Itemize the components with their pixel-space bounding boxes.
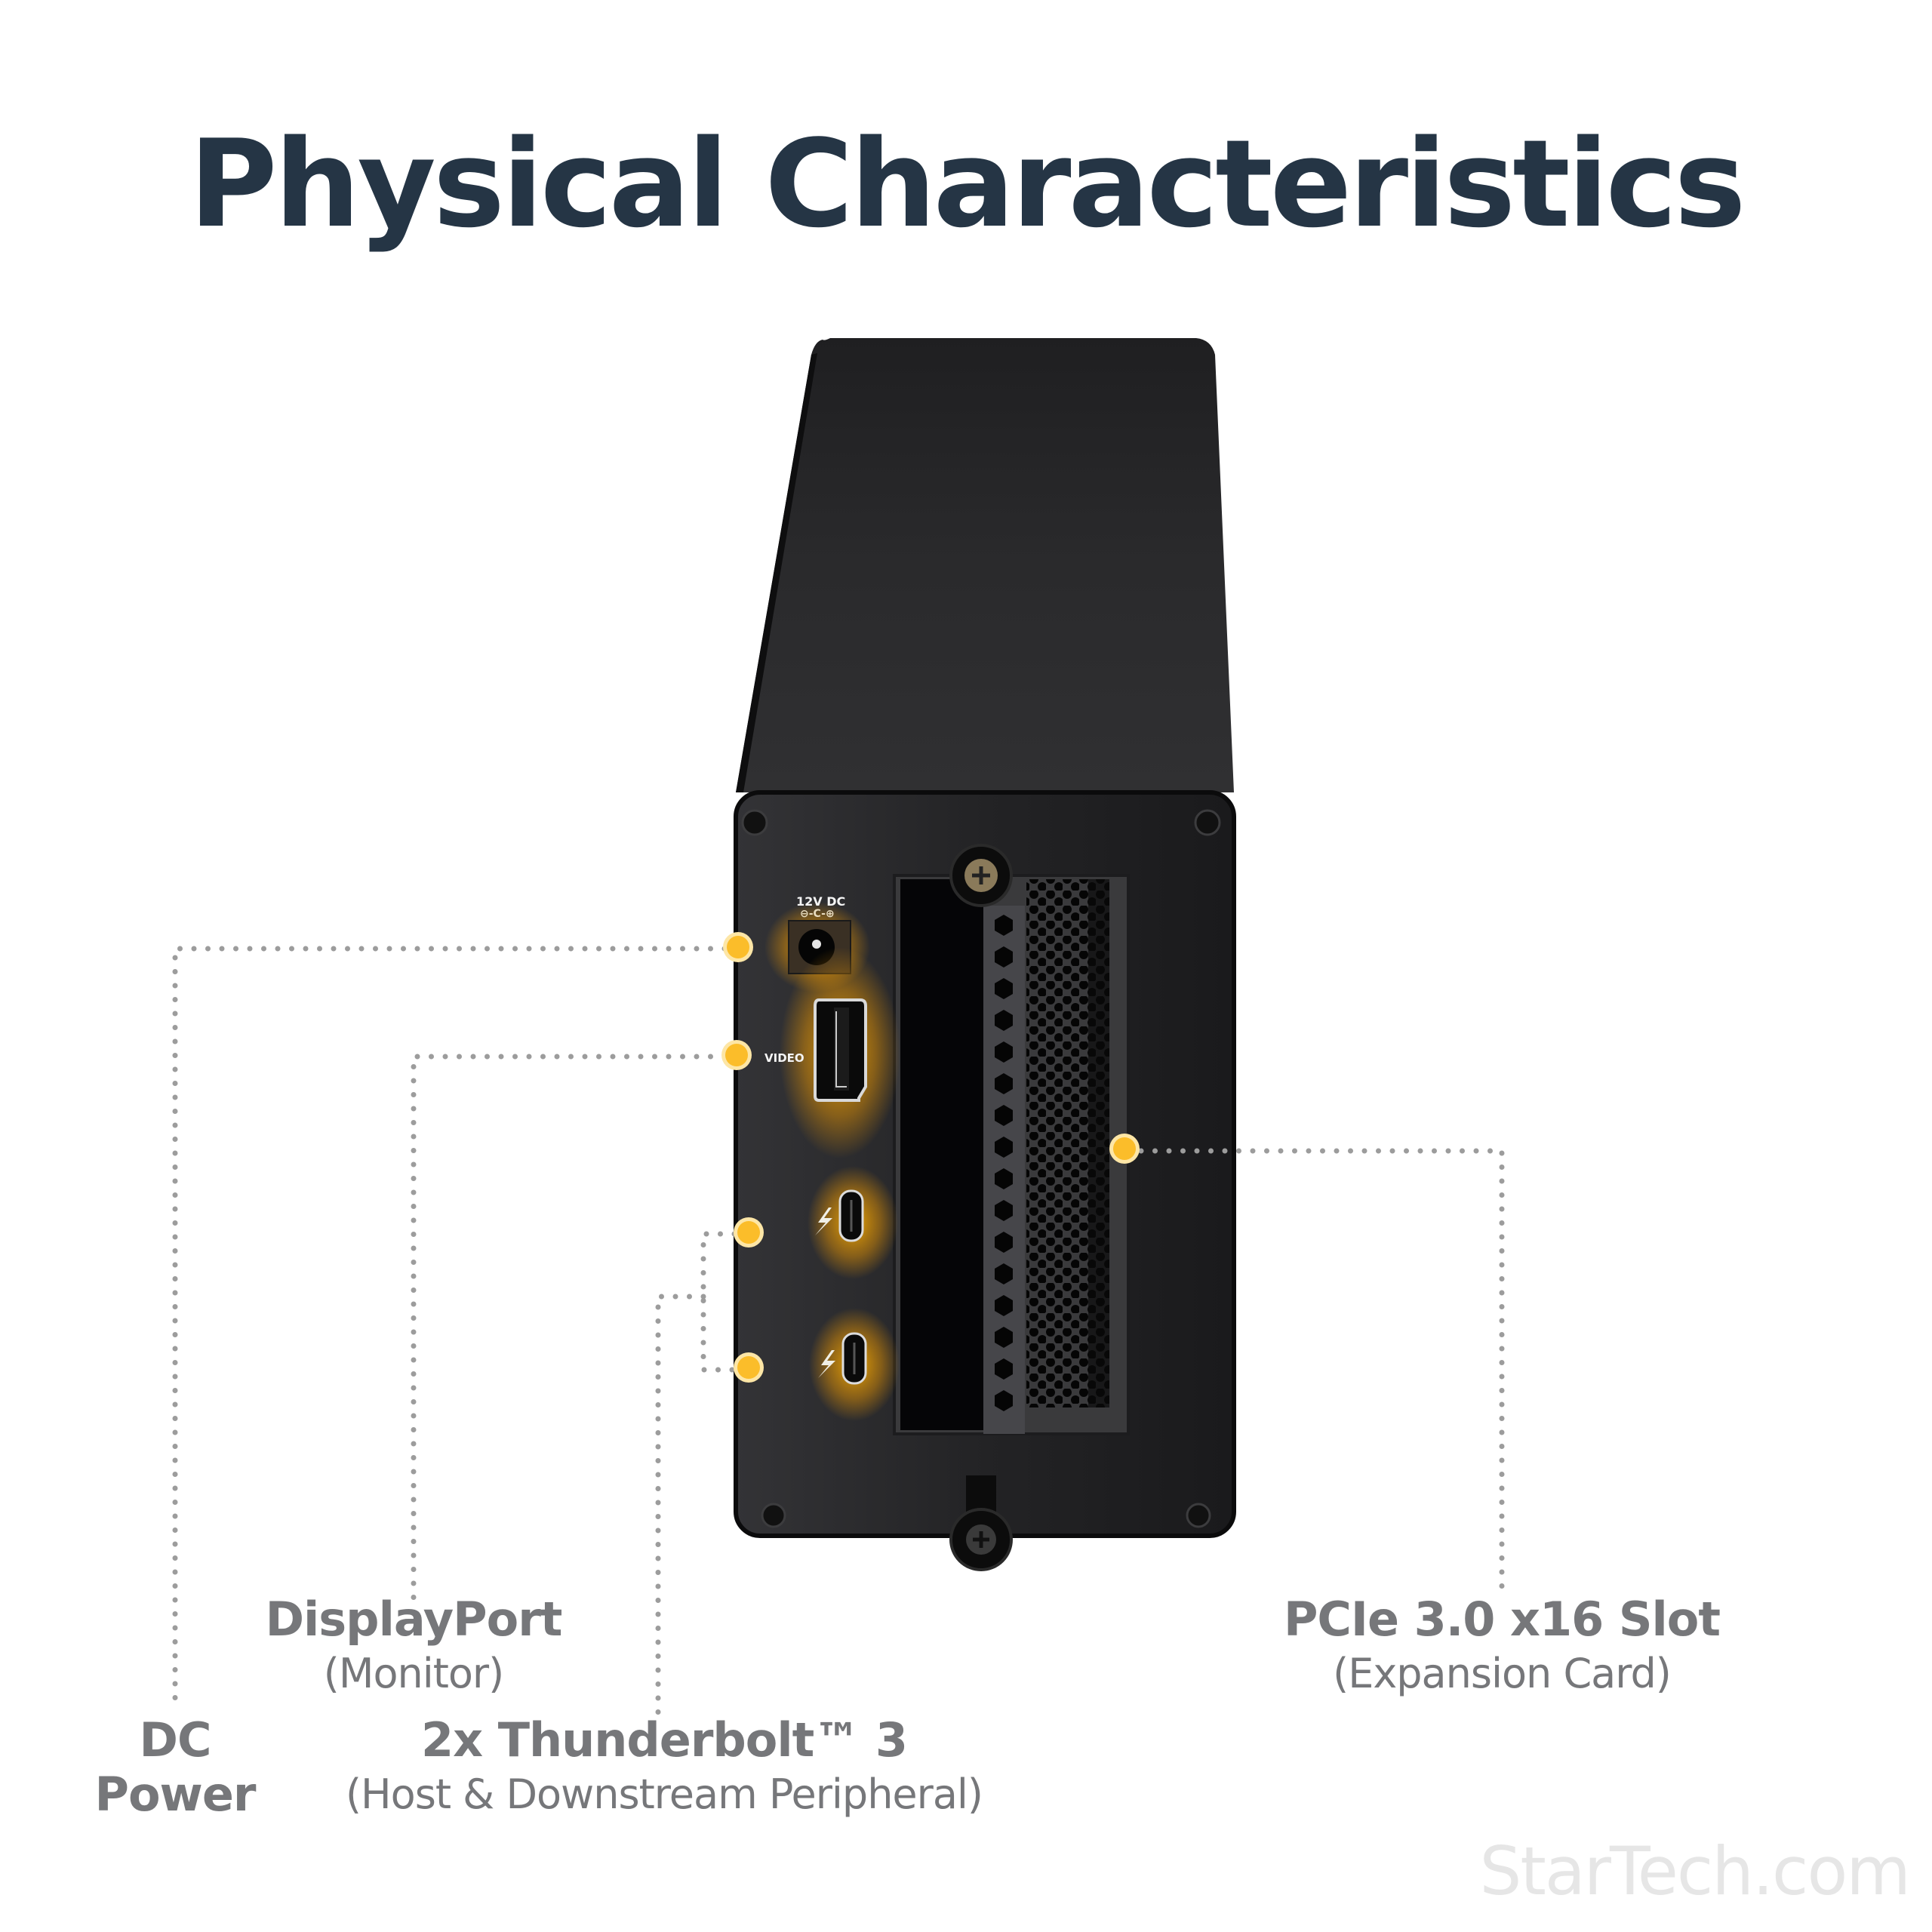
thunderbolt-dot-1: [734, 1217, 764, 1247]
thunderbolt-icon-2: [818, 1350, 835, 1378]
callout-displayport-subtitle: (Monitor): [323, 1650, 504, 1697]
callout-dc-power-line2: Power: [94, 1767, 257, 1822]
callout-thunderbolt: 2x Thunderbolt™ 3 (Host & Downstream Per…: [325, 1713, 1004, 1822]
callout-dc-power-line1: DC: [139, 1712, 212, 1767]
displayport-dot: [721, 1040, 752, 1070]
callout-dc-power: DC Power: [85, 1713, 266, 1822]
thunderbolt-icon-1: [815, 1208, 832, 1235]
bottom-thumbscrew: [949, 1475, 1013, 1571]
bracket-vent-holes: [995, 915, 1013, 1411]
callout-pcie-title: PCIe 3.0 x16 Slot: [1283, 1592, 1721, 1647]
callout-displayport-title: DisplayPort: [265, 1592, 563, 1647]
callout-displayport: DisplayPort (Monitor): [263, 1592, 565, 1701]
connector-lines: [172, 946, 1505, 1727]
dc-power-dot: [723, 932, 753, 962]
case-top: [736, 338, 1234, 792]
callout-dots: [721, 932, 1140, 1383]
pcie-dot: [1109, 1134, 1140, 1164]
page-title: Physical Characteristics: [189, 113, 1746, 254]
video-port-label: VIDEO: [764, 1051, 804, 1065]
callout-thunderbolt-subtitle: (Host & Downstream Peripheral): [345, 1770, 983, 1818]
callout-thunderbolt-title: 2x Thunderbolt™ 3: [420, 1712, 908, 1767]
corner-screws: [741, 809, 1221, 1528]
callout-pcie-subtitle: (Expansion Card): [1333, 1650, 1672, 1697]
thunderbolt-dot-2: [734, 1352, 764, 1383]
dc-polarity-symbol: ⊖-C-⊕: [800, 908, 835, 920]
dc-port-label: 12V DC: [796, 894, 846, 909]
top-thumbscrew: [949, 844, 1013, 907]
startech-logo: StarTech.com: [1479, 1832, 1911, 1910]
callout-pcie: PCIe 3.0 x16 Slot (Expansion Card): [1275, 1592, 1728, 1701]
